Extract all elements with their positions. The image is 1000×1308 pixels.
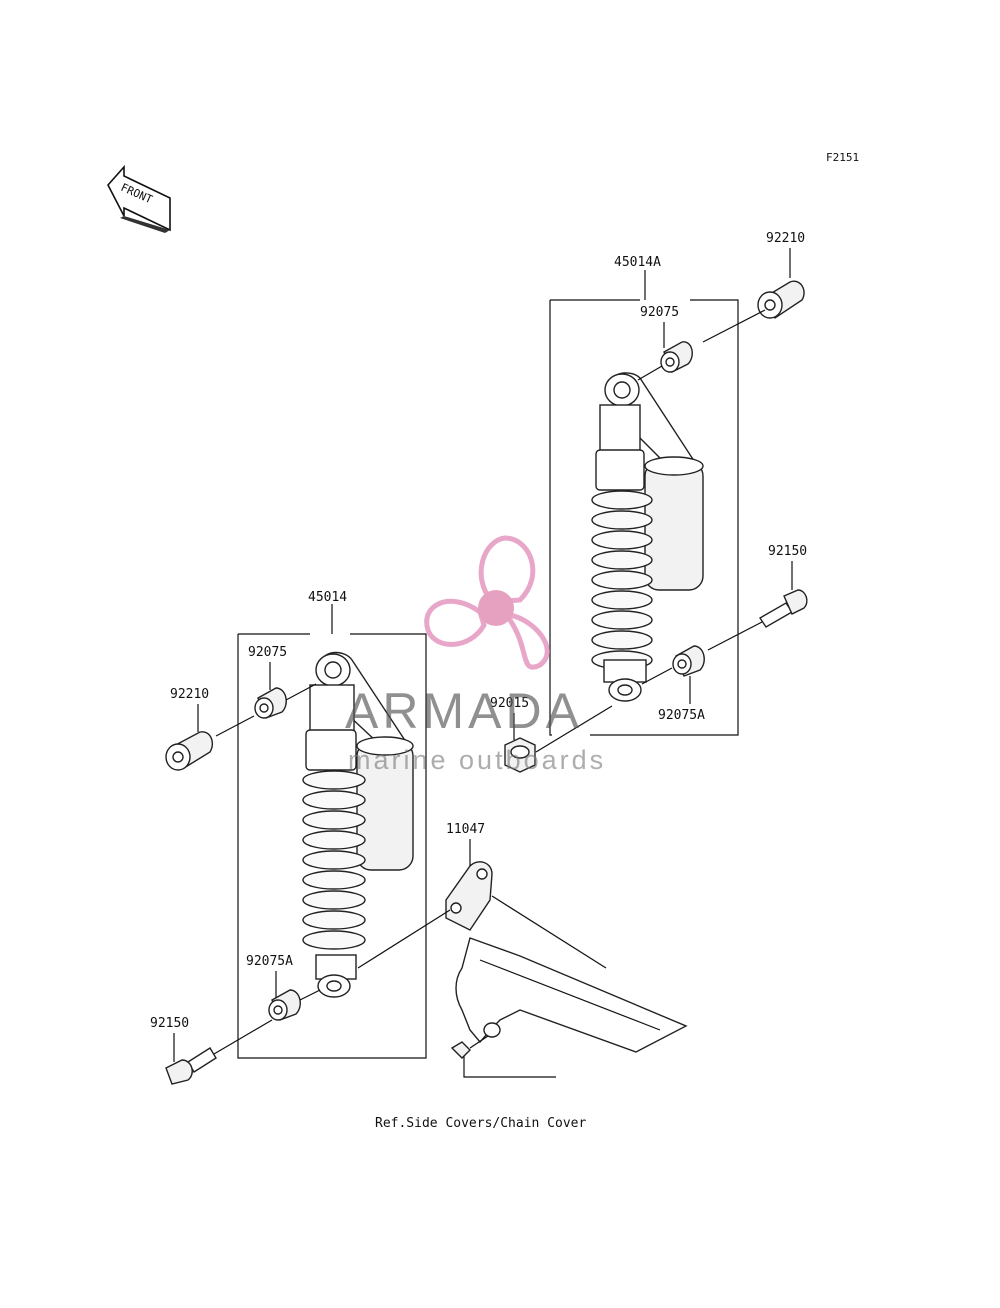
part-92150-right (759, 589, 808, 628)
front-arrow-icon: FRONT (107, 164, 171, 233)
watermark-title: ARMADA (345, 683, 583, 739)
part-92150-left (165, 1047, 217, 1085)
figure-code: F2151 (826, 151, 859, 164)
label-92210-left: 92210 (170, 687, 209, 702)
label-92075A-left: 92075A (246, 954, 293, 969)
label-45014A: 45014A (614, 255, 661, 270)
label-92210-top: 92210 (766, 231, 805, 246)
label-92075A-right: 92075A (658, 708, 705, 723)
assembly-box-45014A (549, 270, 739, 736)
spring-coil (302, 850, 366, 870)
spring-coil (302, 910, 366, 930)
spring-coil (302, 870, 366, 890)
spring-coil (302, 790, 366, 810)
part-92210-top (757, 280, 805, 319)
label-92015: 92015 (490, 696, 529, 711)
spring-coil (591, 630, 653, 650)
part-92075A-left (268, 989, 301, 1021)
shock-absorber-right (591, 372, 704, 702)
watermark: ARMADA marine outboards (345, 535, 606, 775)
part-11047-bracket (445, 861, 493, 931)
watermark-subtitle: marine outboards (348, 745, 606, 775)
chain-cover-reference (450, 937, 688, 1059)
spring-coil (302, 830, 366, 850)
spring-coil (302, 770, 366, 790)
spring-coil (302, 930, 366, 950)
part-92075-left (254, 687, 287, 719)
spring-coil (302, 890, 366, 910)
spring-coil (591, 490, 653, 510)
label-92075-left: 92075 (248, 645, 287, 660)
assembly-box-45014 (237, 604, 427, 1059)
spring-coil (591, 510, 653, 530)
label-92150-right: 92150 (768, 544, 807, 559)
label-11047: 11047 (446, 822, 485, 837)
spring-coil (591, 530, 653, 550)
label-92150-left: 92150 (150, 1016, 189, 1031)
spring-coil (591, 550, 653, 570)
part-92075A-right (672, 645, 705, 677)
part-92075-top (660, 341, 693, 373)
propeller-logo-icon (424, 535, 550, 670)
spring-coil (591, 610, 653, 630)
spring-coil (302, 810, 366, 830)
reference-note: Ref.Side Covers/Chain Cover (375, 1116, 586, 1131)
part-92210-left (165, 731, 214, 771)
label-92075-top: 92075 (640, 305, 679, 320)
label-45014: 45014 (308, 590, 347, 605)
part-92015-nut (504, 737, 536, 773)
shock-absorber-left (302, 651, 414, 998)
spring-coil (591, 570, 653, 590)
spring-coil (591, 590, 653, 610)
